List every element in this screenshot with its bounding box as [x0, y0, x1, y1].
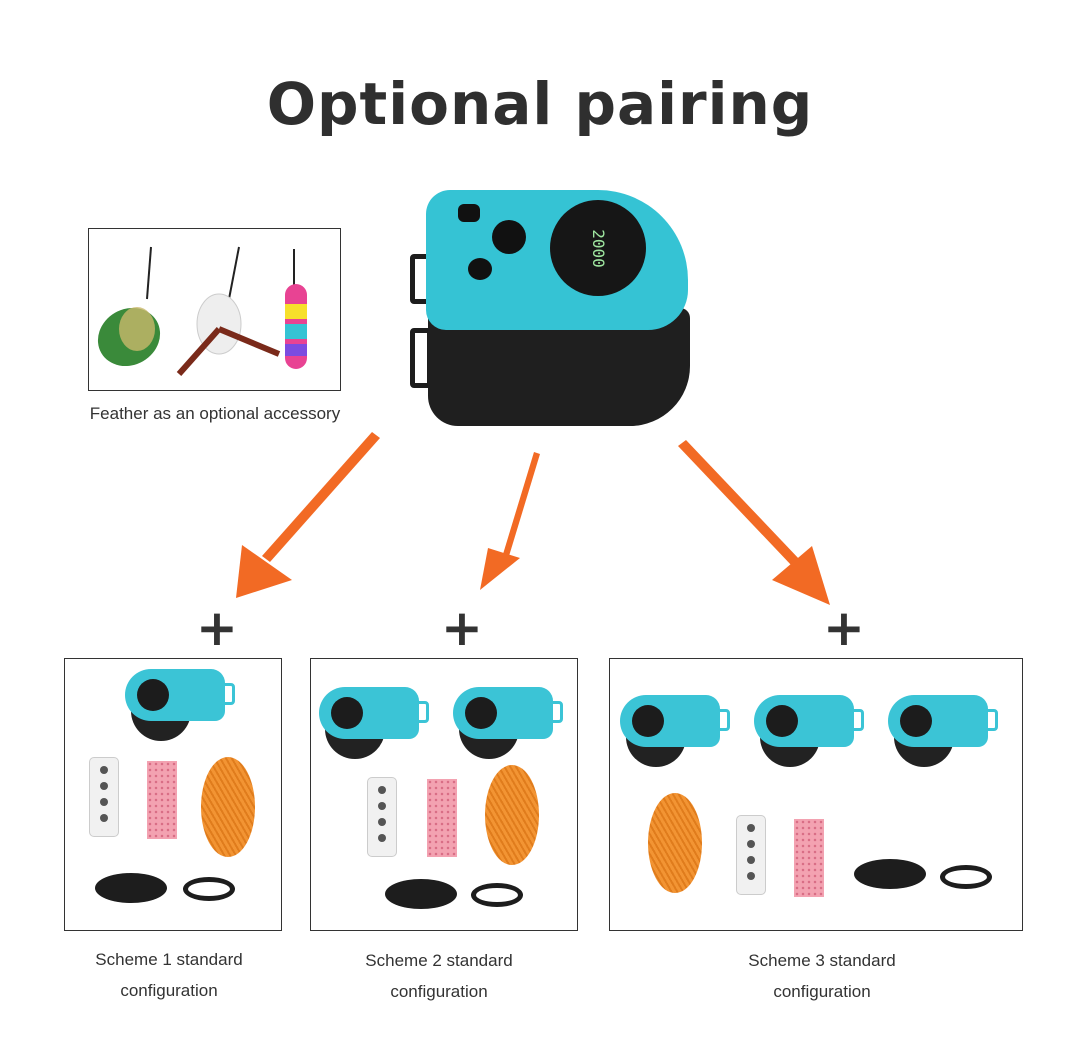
elastic-ring	[471, 883, 523, 907]
caption-line: Scheme 1 standard	[95, 950, 243, 969]
pink-pad	[427, 779, 457, 857]
scheme-2-caption: Scheme 2 standard configuration	[330, 945, 548, 1007]
clip-unit	[319, 687, 431, 763]
mode-button-icon	[468, 258, 492, 280]
arrow-scheme-2	[480, 452, 540, 590]
scheme-3-caption: Scheme 3 standard configuration	[713, 945, 931, 1007]
black-band	[95, 873, 167, 903]
remote-control	[736, 815, 766, 895]
black-band	[854, 859, 926, 889]
elastic-ring	[940, 865, 992, 889]
scheme-1-image	[64, 658, 282, 931]
remote-control	[89, 757, 119, 837]
arrow-scheme-1	[236, 432, 380, 598]
caption-line: configuration	[120, 981, 218, 1000]
elastic-ring	[183, 877, 235, 901]
page-title: Optional pairing	[266, 70, 814, 138]
remote-control	[367, 777, 397, 857]
clip-unit	[453, 687, 565, 763]
device-display: 2000	[550, 200, 646, 296]
caption-line: configuration	[773, 982, 871, 1001]
clip-unit	[888, 695, 1000, 771]
pink-pad	[794, 819, 824, 897]
scheme-2-image	[310, 658, 578, 931]
feather-toys-illustration	[97, 246, 307, 376]
clip-unit	[125, 669, 237, 745]
plus-icon: +	[823, 599, 865, 657]
yarn-ball	[648, 793, 702, 893]
speed-knob-icon	[492, 220, 526, 254]
cat-toy-device-image: 2000	[410, 178, 695, 428]
feather-caption: Feather as an optional accessory	[89, 404, 341, 423]
yarn-ball	[485, 765, 539, 865]
caption-line: configuration	[390, 982, 488, 1001]
caption-line: Scheme 3 standard	[748, 951, 896, 970]
plus-icon: +	[196, 599, 238, 657]
plus-icon: +	[441, 599, 483, 657]
black-band	[385, 879, 457, 909]
clip-unit	[754, 695, 866, 771]
yarn-ball	[201, 757, 255, 857]
caption-line: Scheme 2 standard	[365, 951, 513, 970]
feather-image	[88, 228, 341, 391]
power-switch-icon	[458, 204, 480, 222]
scheme-1-caption: Scheme 1 standard configuration	[60, 944, 278, 1006]
clip-unit	[620, 695, 732, 771]
scheme-3-image	[609, 658, 1023, 931]
arrow-scheme-3	[678, 440, 830, 605]
pink-pad	[147, 761, 177, 839]
